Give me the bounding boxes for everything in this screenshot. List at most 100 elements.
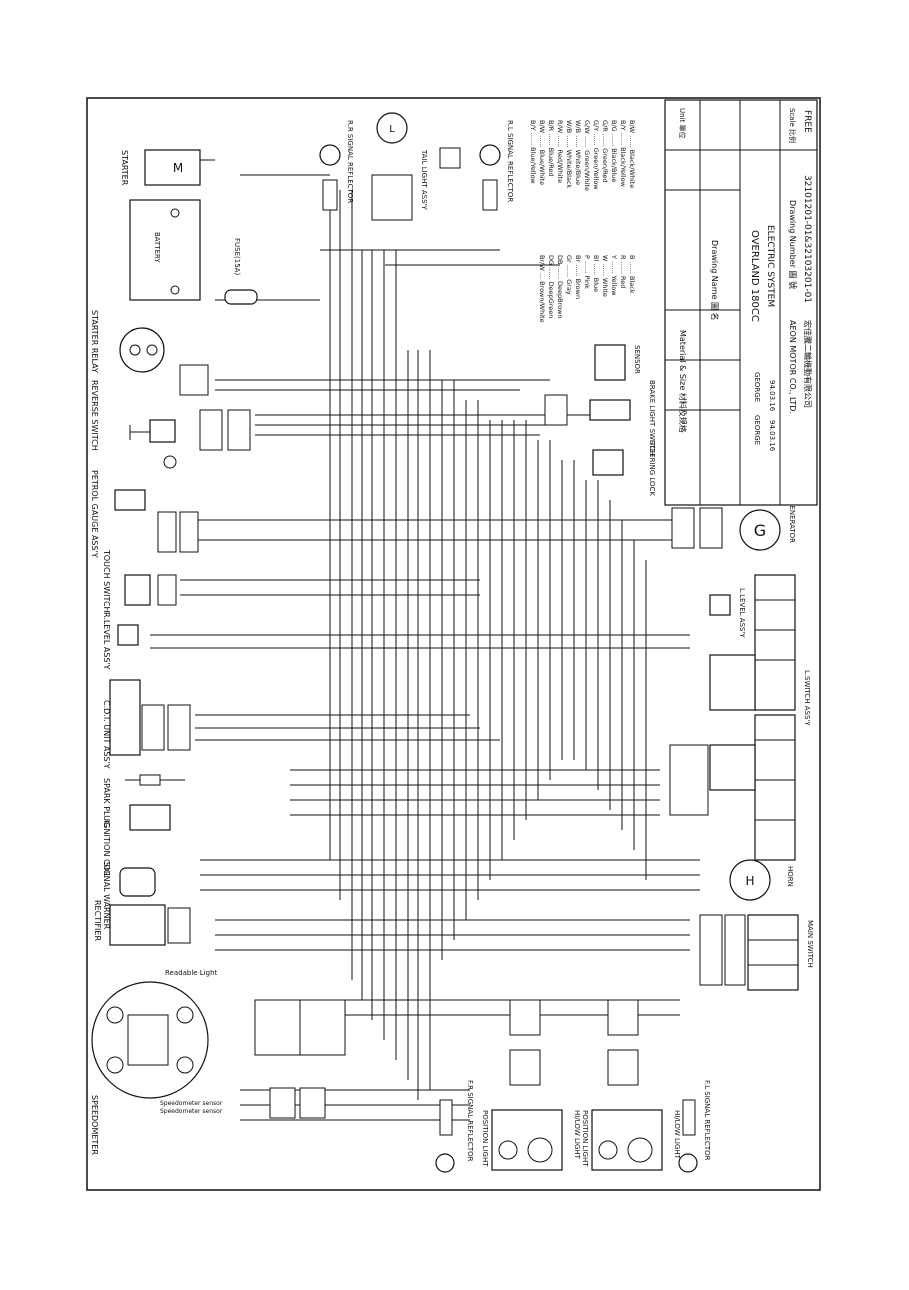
sheet-frame — [86, 97, 821, 1191]
checker: GEORGE — [753, 372, 761, 402]
tail-light: L TAIL LIGHT ASS'Y — [371, 112, 428, 221]
generator: G GENERATOR — [671, 500, 796, 551]
speed-sensor-label-2: Speedometer sensor — [160, 1108, 223, 1115]
legend-left-6: Br ...... Brown — [574, 255, 582, 299]
legend-right-4: G/Y ...... Green/Yellow — [592, 120, 600, 190]
starter-relay: STARTER RELAY — [90, 310, 209, 396]
svg-text:H: H — [745, 874, 754, 888]
battery-label: BATTERY — [153, 232, 161, 263]
drawing-sub: ELECTRIC SYSTEM — [765, 225, 775, 307]
starter: M STARTER — [120, 149, 215, 186]
scale-label: Scale 比例 — [788, 108, 797, 143]
legend-left-7: Gr ...... Gray — [565, 255, 573, 295]
tail-light-label: TAIL LIGHT ASS'Y — [420, 149, 428, 210]
cdi-unit: C.D.I. UNIT ASS'Y — [102, 679, 191, 769]
petrol-gauge-label: PETROL GAUGE ASS'Y — [90, 470, 99, 558]
legend-right-1: B/Y ...... Black/Yellow — [619, 120, 627, 188]
company-name: 宏佳騰二輪機動有限公司 — [803, 320, 813, 408]
drawing-number: 32101201-01&32103201-01 — [802, 175, 812, 303]
company-en: AEON MOTOR CO., LTD. — [788, 320, 797, 414]
speedometer: SPEEDOMETER Readable Light Speedometer s… — [90, 969, 346, 1155]
brake-switch-label: BRAKE LIGHT SWITCH — [648, 380, 656, 456]
legend-left-2: Y ...... Yellow — [610, 254, 618, 296]
position-light-label-1: POSITION LIGHT — [481, 1110, 489, 1167]
battery: BATTERY — [129, 199, 201, 301]
speed-sensor-label-1: Speedometer sensor — [160, 1100, 223, 1107]
reverse-switch: REVERSE SWITCH — [90, 380, 251, 451]
horn-label: HORN — [786, 866, 794, 887]
tail-connector — [439, 147, 461, 169]
rr-signal-label: R.R SIGNAL REFLECTOR — [346, 120, 354, 203]
main-switch: MAIN SWITCH — [699, 914, 814, 991]
readable-light-label: Readable Light — [165, 969, 218, 977]
designer: GEORGE — [753, 415, 761, 445]
r-level: R.LEVEL ASS'Y — [102, 612, 139, 670]
legend-left-5: P ...... Pink — [583, 255, 591, 289]
rl-signal-label: R.L SIGNAL REFLECTOR — [506, 120, 514, 202]
fuse: FUSE(15A) — [224, 238, 258, 305]
l-switch: L.SWITCH ASS'Y — [669, 574, 811, 861]
scale-value: FREE — [802, 110, 812, 133]
date-1: 94.03.16 — [768, 420, 776, 452]
generator-label: GENERATOR — [788, 500, 796, 543]
r-level-label: R.LEVEL ASS'Y — [102, 612, 111, 670]
speedometer-label: SPEEDOMETER — [90, 1095, 99, 1155]
touch-switch-label: TOUCH SWITCH — [102, 549, 111, 613]
fuse-label: FUSE(15A) — [233, 238, 241, 275]
legend-right-6: W/B ...... White/Blue — [574, 120, 582, 185]
harness-bus — [329, 190, 647, 1100]
horn: H HORN — [729, 859, 794, 901]
harness-branches — [150, 174, 700, 1121]
date-2: 94.03.16 — [768, 380, 776, 412]
starter-label: STARTER — [120, 150, 129, 186]
ignition-coil-label: IGNITION COIL — [102, 820, 111, 878]
cdi-label: C.D.I. UNIT ASS'Y — [102, 700, 111, 769]
sensor-label: SENSOR — [633, 345, 641, 374]
l-level-label: L.LEVEL ASS'Y — [738, 588, 746, 638]
legend-right-9: B/R ...... Blue/Red — [547, 120, 555, 177]
svg-text:L: L — [389, 124, 395, 135]
legend-right-8: R/W ...... Red/White — [556, 120, 564, 183]
color-legend: B ...... Black R ...... Red Y ...... Yel… — [529, 120, 636, 323]
legend-right-2: B/G ...... Black/Blue — [610, 120, 618, 182]
touch-switch: TOUCH SWITCH — [102, 549, 177, 613]
hilow-light-label-1: HI/LOW LIGHT — [573, 1110, 581, 1160]
drawing-name: OVERLAND 180CC — [749, 230, 760, 322]
spark-plug-label: SPARK PLUG — [102, 778, 111, 827]
petrol-gauge: PETROL GAUGE ASS'Y — [90, 455, 199, 558]
fr-signal-label: F.R SIGNAL REFLECTOR — [466, 1080, 474, 1162]
sensor: SENSOR — [594, 344, 641, 381]
hilow-light-label-2: HI/LOW LIGHT — [673, 1110, 681, 1160]
legend-right-11: B/Y ...... Blue/Yellow — [529, 120, 537, 184]
legend-left-0: B ...... Black — [628, 255, 636, 294]
rl-signal-reflector: R.L SIGNAL REFLECTOR — [479, 120, 514, 211]
legend-left-4: Bl ...... Blue — [592, 255, 600, 292]
front-light-left: POSITION LIGHT HI/LOW LIGHT — [581, 999, 681, 1171]
legend-right-0: B/W ...... Black/White — [628, 120, 636, 188]
steering-lock-label: STEERING LOCK — [648, 440, 656, 496]
svg-text:G: G — [754, 521, 766, 540]
drawing-number-label: Drawing Number 圖 號 — [788, 200, 798, 289]
front-light-right: POSITION LIGHT HI/LOW LIGHT — [481, 999, 581, 1171]
legend-right-5: G/W ...... Green/White — [583, 120, 591, 191]
main-switch-label: MAIN SWITCH — [806, 920, 814, 968]
spark-plug: SPARK PLUG — [102, 774, 185, 827]
fr-signal-reflector: F.R SIGNAL REFLECTOR — [435, 1080, 474, 1173]
reverse-switch-label: REVERSE SWITCH — [90, 380, 99, 451]
position-light-label-2: POSITION LIGHT — [581, 1110, 589, 1167]
fl-signal-reflector: F.L SIGNAL REFLECTOR — [678, 1080, 711, 1173]
fl-signal-label: F.L SIGNAL REFLECTOR — [703, 1080, 711, 1161]
drawing-name-label: Drawing Name 圖 名 — [710, 240, 720, 321]
legend-right-10: B/W ...... Blue/White — [538, 120, 546, 185]
unit-label: Unit 單位 — [678, 108, 687, 138]
rectifier: RECTIFIER — [93, 900, 191, 946]
legend-right-7: W/B ...... White/Black — [565, 120, 573, 189]
steering-lock: STEERING LOCK — [592, 440, 656, 496]
legend-left-1: R ...... Red — [619, 255, 627, 288]
svg-text:M: M — [173, 161, 183, 175]
legend-left-8: DB ...... DeepBrown — [556, 255, 564, 319]
legend-left-3: W ...... White — [601, 255, 609, 297]
legend-left-9: DG ...... DeepGreen — [547, 255, 555, 318]
